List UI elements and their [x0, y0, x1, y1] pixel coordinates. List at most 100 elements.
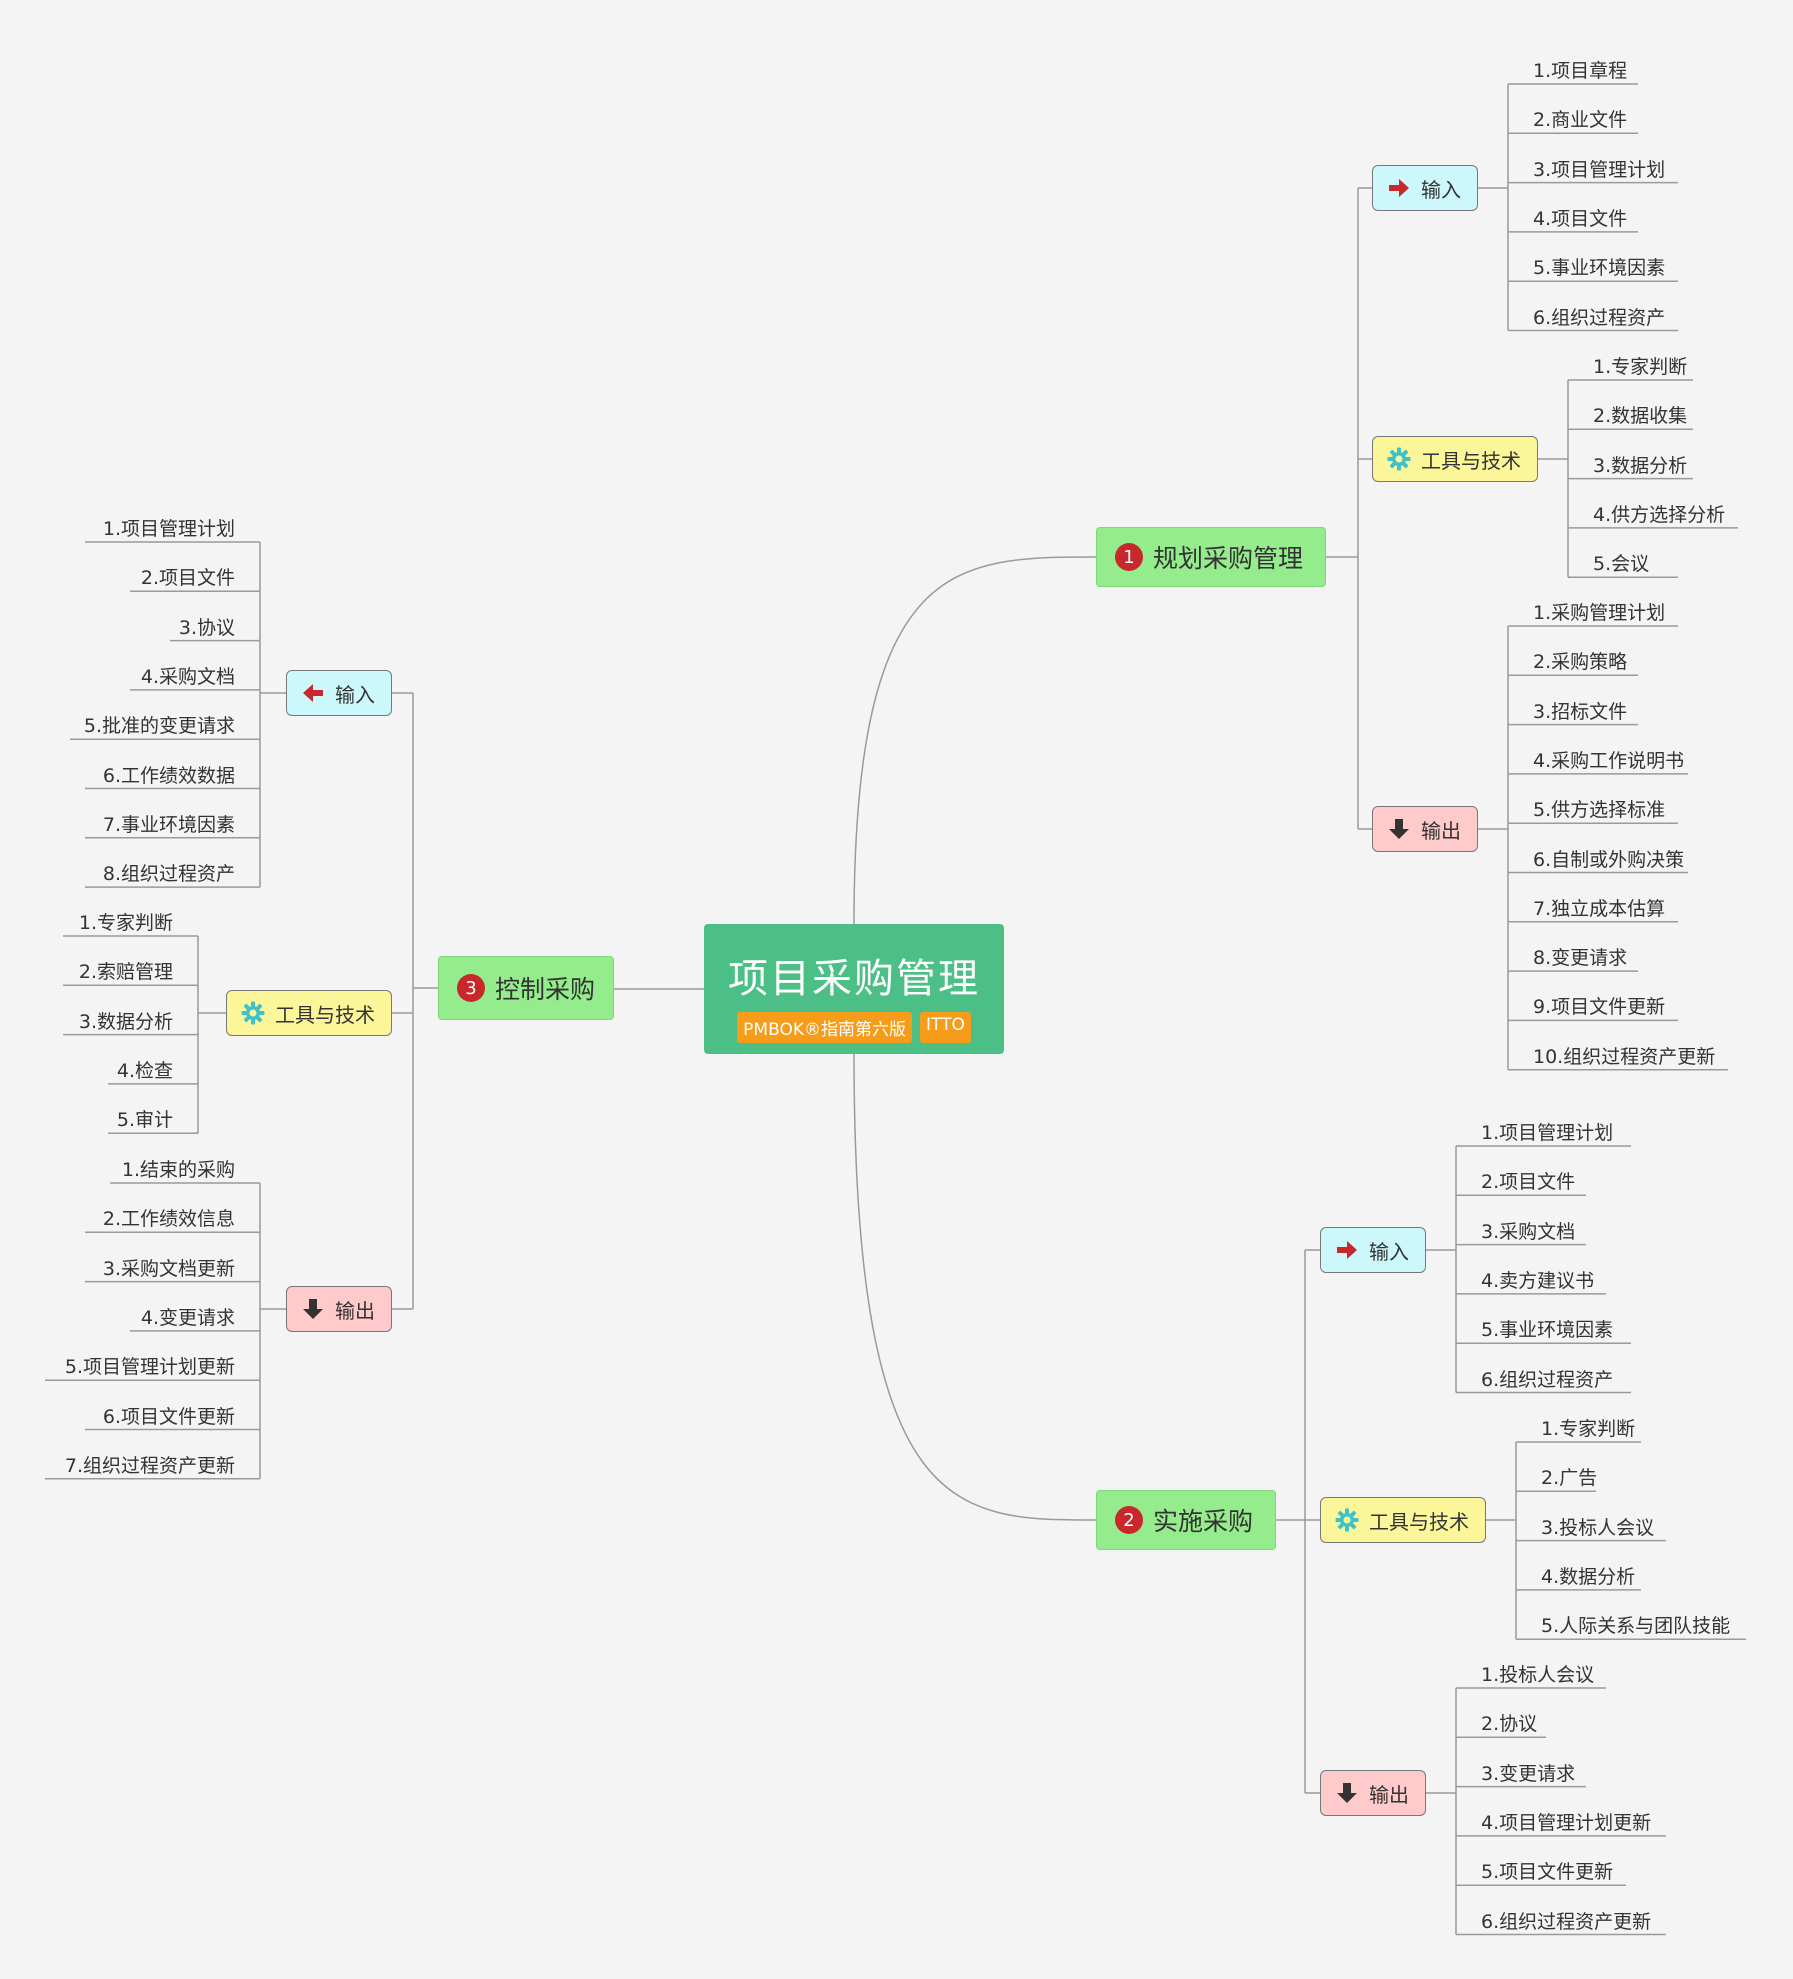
list-item: 4.项目文件 [1533, 207, 1628, 230]
list-item: 1.项目管理计划 [102, 518, 235, 540]
category-tools-1[interactable]: 工具与技术 [1372, 436, 1538, 482]
list-item: 4.采购文档 [140, 665, 235, 688]
number-badge: 3 [457, 974, 485, 1002]
list-item: 6.工作绩效数据 [102, 764, 235, 787]
list-item: 2.数据收集 [1593, 405, 1688, 428]
gear-icon [241, 1001, 265, 1025]
root-topic[interactable]: 项目采购管理 PMBOK®指南第六版 ITTO [704, 924, 1004, 1054]
category-label: 输出 [1421, 818, 1461, 843]
list-item: 6.组织过程资产 [1533, 306, 1666, 329]
list-item: 4.供方选择分析 [1593, 503, 1726, 526]
list-item: 2.项目文件 [140, 567, 235, 590]
list-item: 1.投标人会议 [1481, 1664, 1595, 1686]
list-item: 2.采购策略 [1533, 651, 1628, 674]
category-label: 工具与技术 [1369, 1509, 1469, 1534]
list-item: 3.数据分析 [1593, 454, 1688, 477]
list-item: 8.变更请求 [1533, 947, 1628, 970]
list-item: 1.结束的采购 [121, 1159, 235, 1181]
gear-icon [1335, 1508, 1359, 1532]
list-item: 10.组织过程资产更新 [1533, 1045, 1716, 1068]
list-item: 2.协议 [1481, 1713, 1538, 1736]
list-item: 6.组织过程资产 [1481, 1368, 1614, 1391]
list-item: 8.组织过程资产 [102, 863, 235, 886]
list-item: 3.项目管理计划 [1533, 158, 1666, 181]
pmbok-tag: PMBOK®指南第六版 [737, 1012, 912, 1043]
list-item: 1.项目章程 [1533, 60, 1628, 82]
list-item: 5.项目管理计划更新 [64, 1356, 235, 1379]
list-item: 1.专家判断 [1593, 356, 1688, 378]
category-output-2[interactable]: 输出 [1320, 1770, 1426, 1816]
category-label: 输入 [1421, 177, 1461, 202]
branch-3[interactable]: 3 控制采购 [438, 956, 614, 1020]
list-item: 2.工作绩效信息 [102, 1208, 235, 1231]
list-item: 5.批准的变更请求 [83, 715, 235, 738]
list-item: 4.项目管理计划更新 [1481, 1811, 1652, 1834]
list-item: 7.事业环境因素 [102, 813, 235, 836]
list-item: 5.供方选择标准 [1533, 799, 1666, 822]
list-item: 5.事业环境因素 [1481, 1319, 1614, 1342]
list-item: 2.商业文件 [1533, 109, 1628, 132]
number-badge: 1 [1115, 543, 1143, 571]
arrow-right-icon [1337, 1241, 1357, 1259]
branch-1[interactable]: 1 规划采购管理 [1096, 527, 1326, 587]
category-label: 输出 [335, 1298, 375, 1323]
category-input-3[interactable]: 输入 [286, 670, 392, 716]
category-label: 工具与技术 [275, 1002, 375, 1027]
list-item: 1.专家判断 [78, 912, 173, 934]
list-item: 5.项目文件更新 [1481, 1861, 1614, 1884]
list-item: 6.组织过程资产更新 [1481, 1910, 1652, 1933]
list-item: 3.招标文件 [1533, 700, 1628, 723]
list-item: 4.数据分析 [1541, 1565, 1636, 1588]
list-item: 6.自制或外购决策 [1533, 848, 1685, 871]
list-item: 1.专家判断 [1541, 1418, 1636, 1440]
arrow-down-icon [303, 1299, 323, 1319]
list-item: 4.采购工作说明书 [1533, 749, 1685, 772]
list-item: 2.广告 [1541, 1467, 1598, 1490]
branch-label: 实施采购 [1153, 1507, 1254, 1536]
list-item: 7.组织过程资产更新 [64, 1454, 235, 1477]
list-item: 4.检查 [116, 1059, 173, 1082]
list-item: 5.人际关系与团队技能 [1541, 1615, 1731, 1638]
list-item: 3.数据分析 [78, 1010, 173, 1033]
list-item: 2.项目文件 [1481, 1171, 1576, 1194]
category-label: 输入 [1369, 1239, 1409, 1264]
category-label: 工具与技术 [1421, 448, 1521, 473]
branch-label: 控制采购 [495, 975, 596, 1004]
category-label: 输入 [335, 682, 375, 707]
itto-tag: ITTO [919, 1012, 971, 1043]
list-item: 7.独立成本估算 [1533, 897, 1666, 920]
branch-2[interactable]: 2 实施采购 [1096, 1490, 1276, 1550]
list-item: 2.索赔管理 [78, 961, 173, 984]
list-item: 4.变更请求 [140, 1306, 235, 1329]
root-title: 项目采购管理 [728, 956, 980, 1002]
list-item: 1.采购管理计划 [1533, 602, 1666, 624]
gear-icon [1387, 447, 1411, 471]
category-input-1[interactable]: 输入 [1372, 165, 1478, 211]
list-item: 3.协议 [178, 616, 235, 639]
list-item: 5.审计 [116, 1109, 173, 1132]
list-item: 5.会议 [1593, 553, 1650, 576]
branch-label: 规划采购管理 [1153, 544, 1304, 573]
list-item: 4.卖方建议书 [1481, 1269, 1595, 1292]
arrow-down-icon [1337, 1783, 1357, 1803]
connector [853, 556, 1097, 925]
category-output-1[interactable]: 输出 [1372, 806, 1478, 852]
list-item: 5.事业环境因素 [1533, 257, 1666, 280]
arrow-right-icon [1389, 179, 1409, 197]
list-item: 1.项目管理计划 [1481, 1122, 1614, 1144]
list-item: 6.项目文件更新 [102, 1405, 235, 1428]
arrow-down-icon [1389, 819, 1409, 839]
number-badge: 2 [1115, 1506, 1143, 1534]
list-item: 3.采购文档 [1481, 1220, 1576, 1243]
category-label: 输出 [1369, 1782, 1409, 1807]
category-tools-3[interactable]: 工具与技术 [226, 990, 392, 1036]
category-output-3[interactable]: 输出 [286, 1286, 392, 1332]
list-item: 3.变更请求 [1481, 1762, 1576, 1785]
list-item: 3.采购文档更新 [102, 1257, 235, 1280]
category-tools-2[interactable]: 工具与技术 [1320, 1497, 1486, 1543]
list-item: 9.项目文件更新 [1533, 996, 1666, 1019]
category-input-2[interactable]: 输入 [1320, 1227, 1426, 1273]
list-item: 3.投标人会议 [1541, 1516, 1655, 1539]
connector [853, 1053, 1097, 1521]
